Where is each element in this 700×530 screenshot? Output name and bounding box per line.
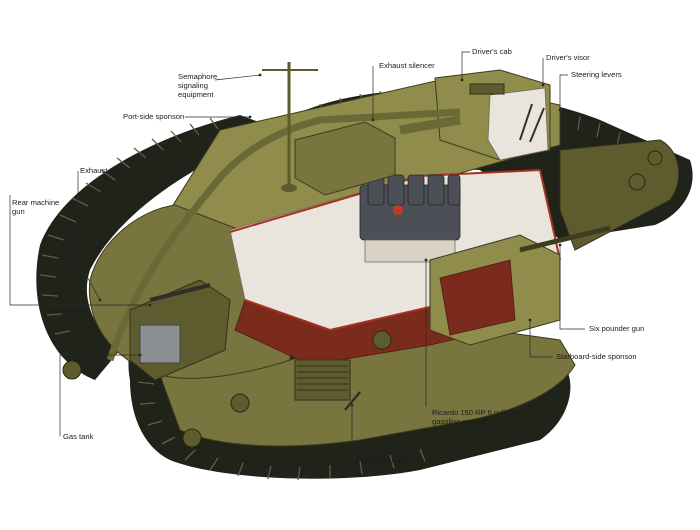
label-port-sponson: Port-side sponson (123, 112, 185, 121)
label-steering-levers: Steering levers (571, 70, 622, 79)
label-exhaust-pipe: Exhaust pipe (80, 166, 124, 175)
leader-steering-levers (559, 74, 568, 110)
drivers-visor (469, 83, 505, 95)
sponson-interior (439, 259, 516, 336)
leader-rear-gun (9, 195, 150, 306)
label-engine: Ricardo 150 RP 6 cylinder gasoline engin… (432, 408, 521, 426)
six-pounder-gun (519, 225, 611, 253)
far-side-frame (559, 139, 680, 251)
rear-machine-gun (149, 283, 211, 302)
starting-handle (344, 391, 361, 411)
label-semaphore: Semaphore signaling equipment (178, 72, 218, 99)
leader-gas-tank (59, 354, 140, 436)
label-gas-tank: Gas tank (63, 432, 94, 441)
leader-six-pounder (559, 245, 585, 330)
exhaust-silencer (399, 115, 461, 135)
leader-semaphore (214, 74, 261, 81)
gas-tank (139, 324, 181, 364)
label-exhaust-silencer: Exhaust silencer (379, 61, 435, 70)
steering-levers (519, 103, 545, 143)
leader-exhaust-pipe (77, 171, 101, 301)
track-hubs (62, 150, 663, 448)
engine-block (359, 174, 461, 263)
leader-drivers-cab (461, 51, 470, 80)
leader-starboard-sponson (529, 320, 553, 358)
label-drivers-visor: Driver's visor (546, 53, 590, 62)
label-drivers-cab: Driver's cab (472, 47, 512, 56)
side-grille (294, 359, 351, 401)
label-rear-gun: Rear machine gun (12, 198, 60, 216)
port-track-links (39, 117, 219, 335)
roof-box (294, 121, 396, 196)
semaphore-mast (262, 62, 318, 192)
drivers-cab-interior (487, 87, 549, 161)
label-starboard-sponson: Starboard-side sponson (556, 352, 637, 361)
front-hull (159, 319, 576, 447)
port-track (36, 115, 281, 380)
label-six-pounder: Six pounder gun (589, 324, 645, 333)
label-starting-handle: Starting handle (355, 456, 407, 465)
